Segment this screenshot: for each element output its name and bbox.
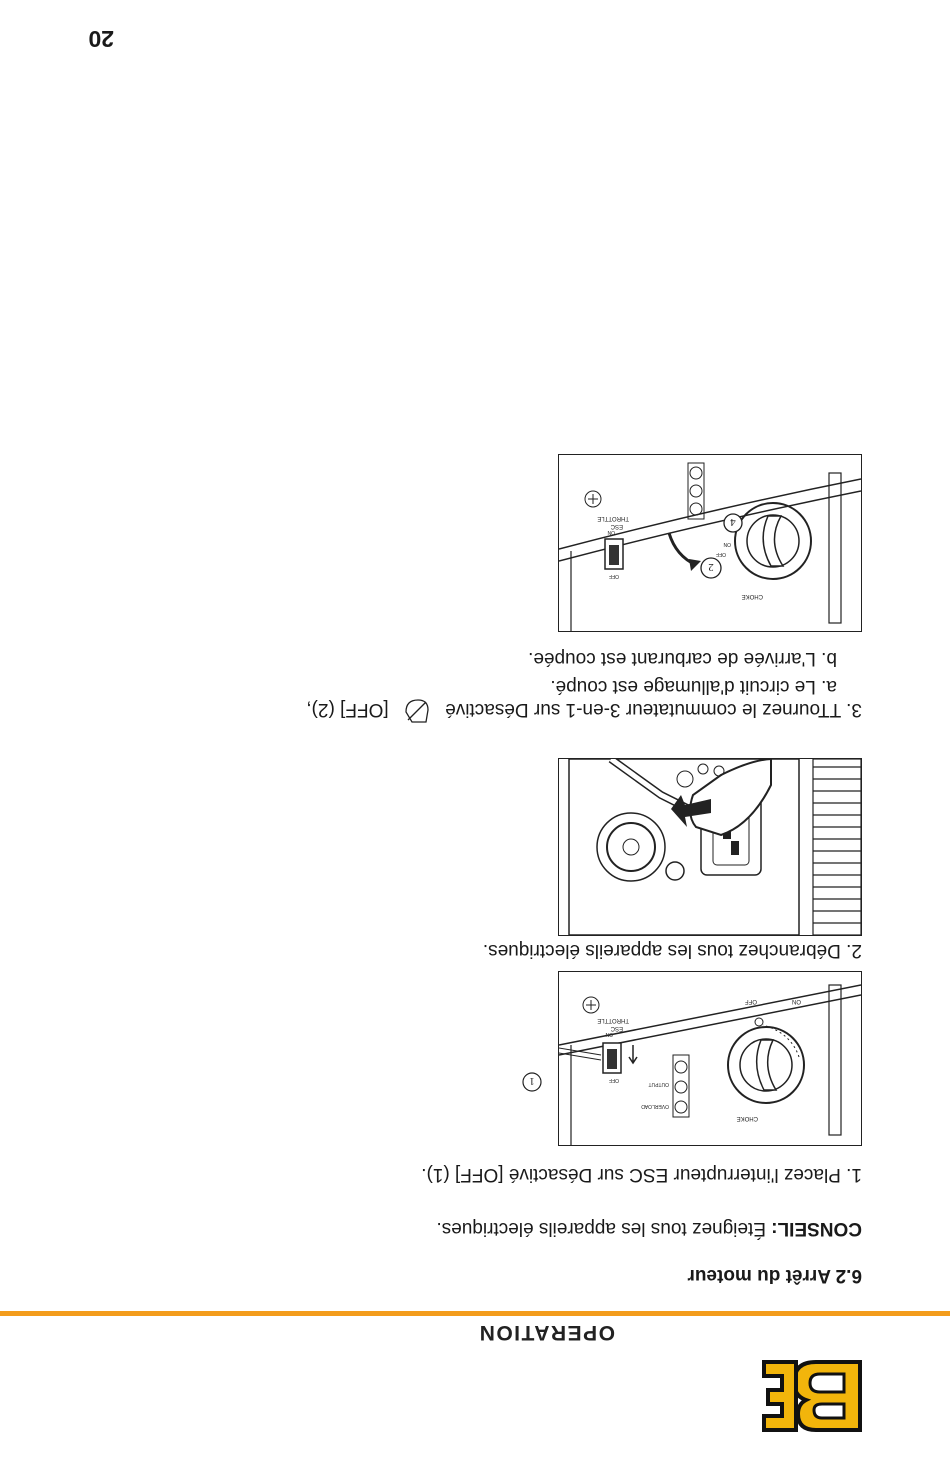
step-3-text-end: [OFF] (2), <box>306 699 389 720</box>
callout-4-number: 4 <box>730 516 736 528</box>
be-logo <box>762 1360 862 1432</box>
fig1-off-label: OFF <box>745 998 757 1004</box>
fig3-switch-on-label: ON <box>607 529 615 535</box>
section-heading: 6.2 Arrêt du moteur <box>687 1265 862 1286</box>
fig3-esc-label: ESC <box>610 523 623 529</box>
step-3: 3. TTournez le commutateur 3-en-1 sur Dé… <box>306 696 862 726</box>
figure-esc-switch: CHOKE OFF ON OVERLOAD OUTPUT ESC THROTTL… <box>558 971 862 1146</box>
step-3-text-start: 3. TTournez le commutateur 3-en-1 sur Dé… <box>445 699 862 720</box>
fig3-off-label: OFF <box>716 551 726 557</box>
step-3b: b. L'arrivée de carburant est coupée. <box>528 648 837 669</box>
step-3a: a. Le circuit d'allumage est coupé. <box>550 676 837 697</box>
fig1-choke-label: CHOKE <box>737 1115 758 1121</box>
fig1-switch-on-label: ON <box>605 1031 613 1037</box>
callout-1: 1 <box>522 1072 542 1092</box>
tip: CONSEIL: Éteignez tous les appareils éle… <box>436 1217 862 1240</box>
fig3-choke-label: CHOKE <box>742 593 763 599</box>
engine-off-icon <box>405 699 429 723</box>
tip-text: Éteignez tous les appareils électriques. <box>436 1218 766 1239</box>
fig3-throttle-label: THROTTLE <box>597 515 629 521</box>
callout-1-number: 1 <box>529 1075 535 1087</box>
figure-3in1-switch: 2 4 CHOKE ON OFF ESC THROTTLE ON OFF <box>558 454 862 632</box>
fig3-on-label: ON <box>723 541 731 547</box>
page-number: 20 <box>88 26 114 52</box>
fig3-switch-off-label: OFF <box>609 573 619 579</box>
callout-2-number: 2 <box>708 561 714 573</box>
fig1-on-label: ON <box>792 998 801 1004</box>
fig1-throttle-label: THROTTLE <box>597 1017 629 1023</box>
fig1-output-label: OUTPUT <box>648 1081 669 1087</box>
figure-unplug <box>558 758 862 936</box>
step-2: 2. Débranchez tous les appareils électri… <box>482 940 862 961</box>
fig1-esc-label: ESC <box>610 1025 623 1031</box>
fig1-overload-label: OVERLOAD <box>641 1103 669 1109</box>
header-rule <box>0 1311 950 1316</box>
section-title: OPERATION <box>478 1321 615 1344</box>
fig1-switch-off-label: OFF <box>609 1077 619 1083</box>
step-1: 1. Placez l'interrupteur ESC sur Désacti… <box>421 1164 862 1185</box>
tip-label: CONSEIL: <box>771 1218 862 1239</box>
